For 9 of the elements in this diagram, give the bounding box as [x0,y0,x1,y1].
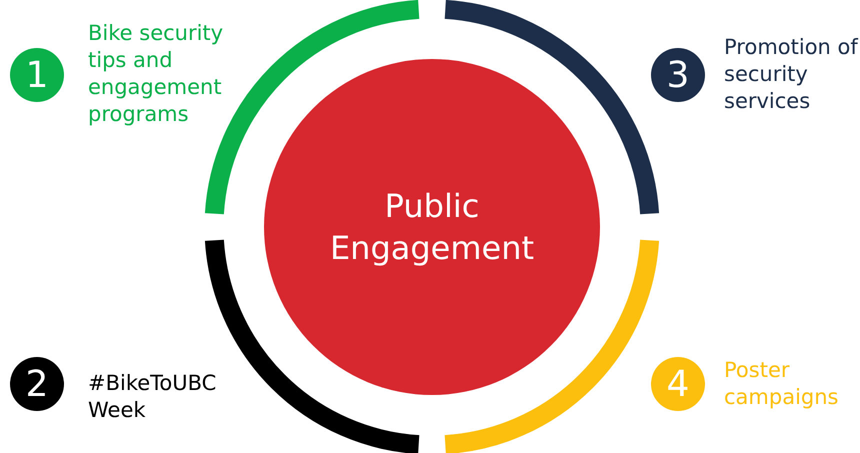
center-title: Public Engagement [328,186,536,269]
item-caption: #BikeToUBC Week [88,370,218,424]
number-circle: 4 [651,357,705,411]
item-caption: Bike security tips and engagement programs [88,20,224,128]
number-circle: 3 [651,48,705,102]
number-circle: 1 [10,48,64,102]
item-caption: Promotion of security services [724,34,860,115]
item-caption: Poster campaigns [724,357,840,411]
number-circle: 2 [10,357,64,411]
